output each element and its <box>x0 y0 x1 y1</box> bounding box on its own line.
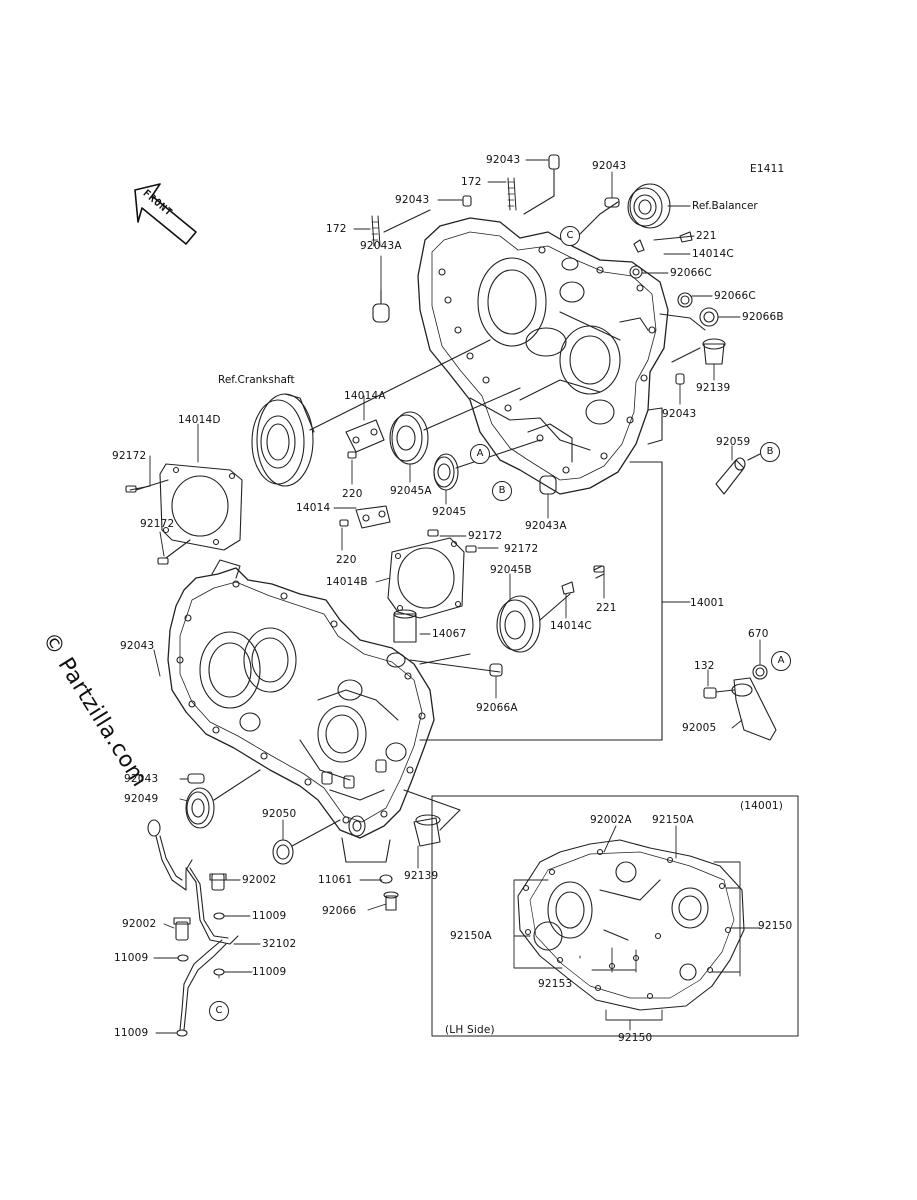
part-label: 92059 <box>716 436 751 448</box>
part-label: 220 <box>342 488 363 500</box>
bushing-14067 <box>394 610 416 642</box>
inset-lh-crankcase <box>518 840 744 1010</box>
part-label: 14014D <box>178 414 221 426</box>
part-label: 172 <box>326 223 347 235</box>
part-label: 92043 <box>124 773 159 785</box>
inset-title: (14001) <box>740 800 783 812</box>
part-label: 11009 <box>252 966 287 978</box>
part-label: 670 <box>748 628 769 640</box>
part-label: 14001 <box>690 597 725 609</box>
small-parts-upper-right <box>630 232 725 384</box>
assembly-14001-bracket-line <box>420 462 662 740</box>
seal-92045 <box>434 454 458 490</box>
part-label: 11009 <box>252 910 287 922</box>
diagram-code: E1411 <box>750 163 785 175</box>
part-label: 92045 <box>432 506 467 518</box>
pipe-92059 <box>716 454 760 494</box>
part-label: 92066C <box>714 290 756 302</box>
bearing-92045B <box>497 594 570 652</box>
part-label: 92043 <box>120 640 155 652</box>
callout-a: A <box>470 444 490 464</box>
part-label: 92043 <box>592 160 627 172</box>
part-label: 92002 <box>242 874 277 886</box>
part-label: 92172 <box>468 530 503 542</box>
part-label: 92139 <box>696 382 731 394</box>
part-label: 14014B <box>326 576 368 588</box>
part-label: 92066 <box>322 905 357 917</box>
callout-c: C <box>209 1001 229 1021</box>
leader-lines <box>130 160 760 1033</box>
part-label: 92005 <box>682 722 717 734</box>
ref-balancer: Ref.Balancer <box>692 200 758 212</box>
part-label: 14014A <box>344 390 386 402</box>
balancer-bearing <box>574 184 690 240</box>
part-label: 92153 <box>538 978 573 990</box>
dowel-92043A <box>540 476 556 494</box>
part-label: 14067 <box>432 628 467 640</box>
part-label: 92150A <box>450 930 492 942</box>
part-label: 92150 <box>618 1032 653 1044</box>
callout-c: C <box>560 226 580 246</box>
ref-crankshaft: Ref.Crankshaft <box>218 374 295 386</box>
part-label: 14014C <box>692 248 734 260</box>
gasket-plate-14014D <box>126 464 242 564</box>
part-label: 92150A <box>652 814 694 826</box>
inset-leader-lines <box>514 826 760 1030</box>
part-label: 92172 <box>140 518 175 530</box>
part-label: 11009 <box>114 952 149 964</box>
part-92066A <box>490 664 502 676</box>
part-label: 221 <box>696 230 717 242</box>
pipe-92005 <box>704 665 776 740</box>
bracket-14014A <box>346 420 384 458</box>
part-label: 14014C <box>550 620 592 632</box>
part-label: 92066A <box>476 702 518 714</box>
part-label: 92172 <box>112 450 147 462</box>
part-label: 92043 <box>486 154 521 166</box>
bracket-14014 <box>340 506 390 528</box>
left-crankcase-half <box>168 560 434 838</box>
part-label: 92172 <box>504 543 539 555</box>
part-label: 92050 <box>262 808 297 820</box>
crankshaft-bearing <box>252 340 490 486</box>
callout-a: A <box>771 651 791 671</box>
part-label: 92002 <box>122 918 157 930</box>
part-label: 92043 <box>662 408 697 420</box>
part-label: 172 <box>461 176 482 188</box>
part-label: 32102 <box>262 938 297 950</box>
callout-b: B <box>492 481 512 501</box>
part-label: 92043A <box>525 520 567 532</box>
bearing-92045A <box>390 412 428 464</box>
part-label: 221 <box>596 602 617 614</box>
part-label: 92049 <box>124 793 159 805</box>
part-label: 92045B <box>490 564 532 576</box>
part-label: 92002A <box>590 814 632 826</box>
part-label: 92066C <box>670 267 712 279</box>
part-label: 92150 <box>758 920 793 932</box>
part-label: 132 <box>694 660 715 672</box>
lower-left-small-parts <box>186 770 460 910</box>
inset-side-label: (LH Side) <box>445 1024 495 1036</box>
part-label: 92043A <box>360 240 402 252</box>
callout-b: B <box>760 442 780 462</box>
part-label: 11061 <box>318 874 353 886</box>
part-label: 220 <box>336 554 357 566</box>
gasket-plate-14014B <box>388 530 476 618</box>
parts-14014C-221 <box>562 566 604 594</box>
part-label: 92045A <box>390 485 432 497</box>
inset-frame <box>432 796 798 1036</box>
part-label: 92043 <box>395 194 430 206</box>
part-label: 11009 <box>114 1027 149 1039</box>
part-label: 92066B <box>742 311 784 323</box>
part-label: 92139 <box>404 870 439 882</box>
right-crankcase-half <box>418 218 668 494</box>
part-label: 14014 <box>296 502 331 514</box>
front-arrow-icon <box>135 184 196 244</box>
